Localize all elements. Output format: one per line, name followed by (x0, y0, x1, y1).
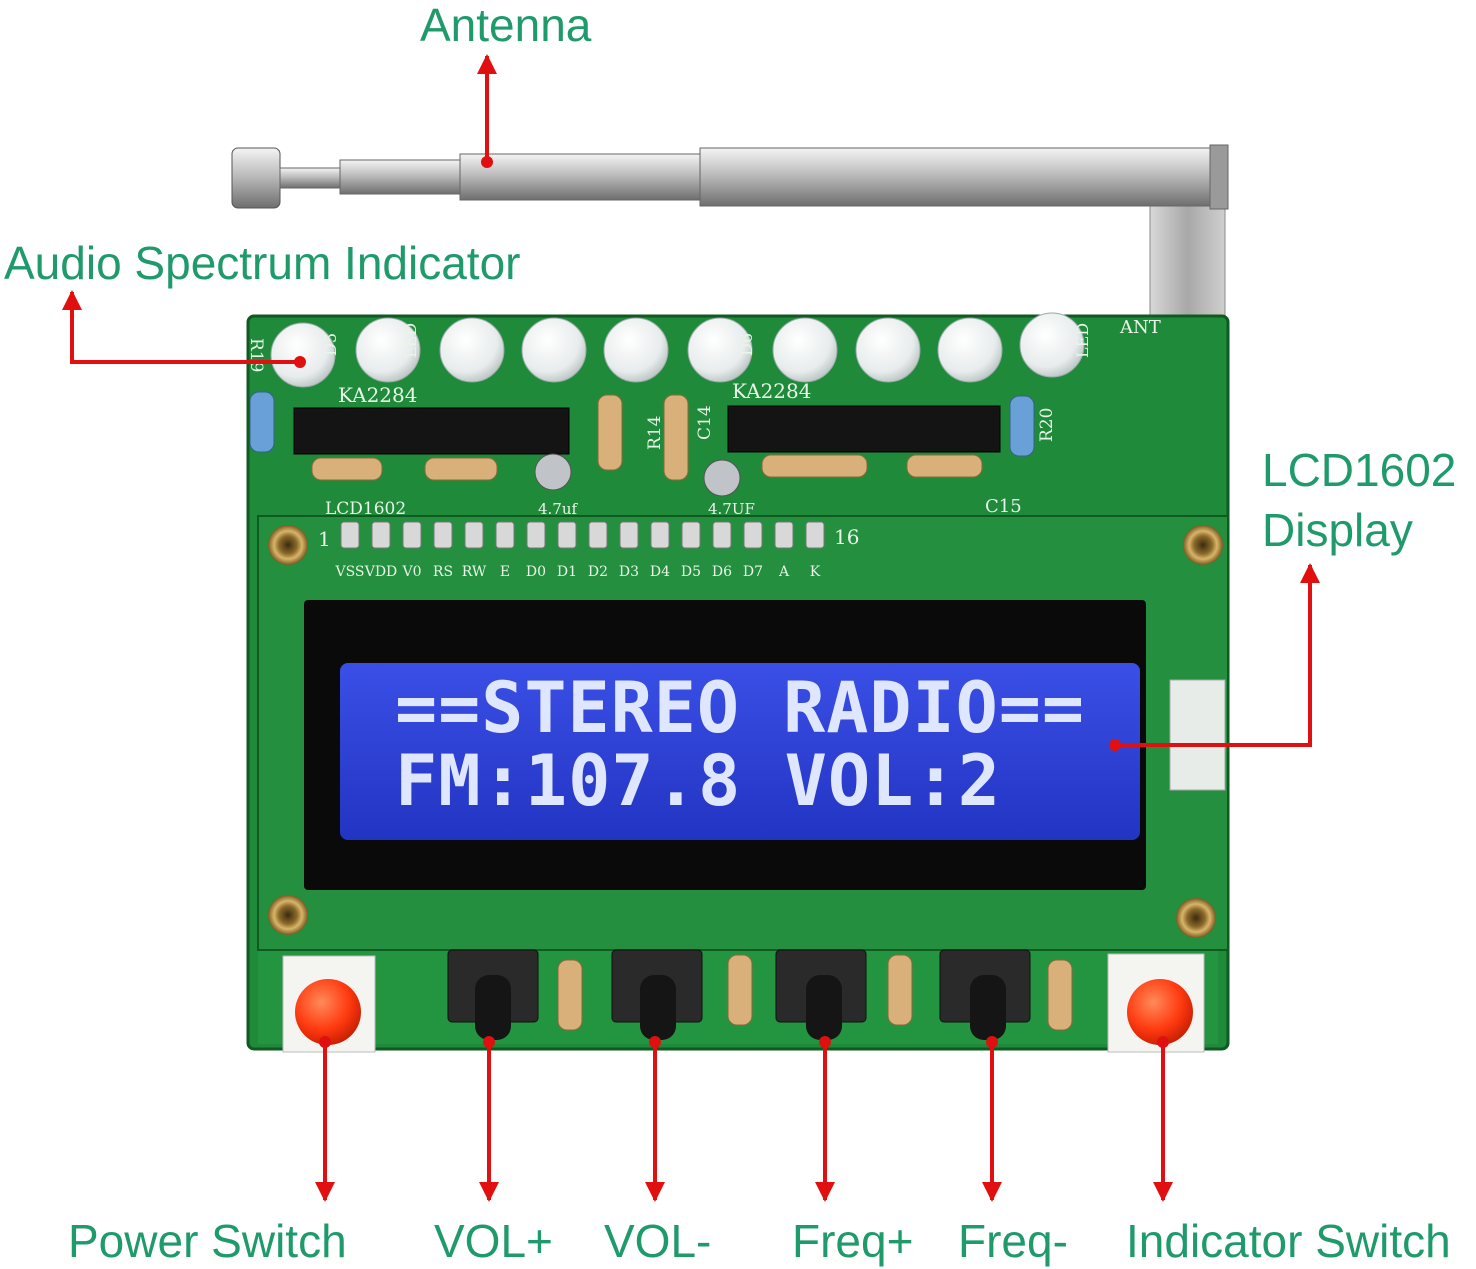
vol-minus-label: VOL- (604, 1215, 712, 1267)
pin-label: D5 (681, 564, 701, 580)
header-pin (774, 521, 794, 549)
header-pin (805, 521, 825, 549)
led-6 (687, 317, 753, 383)
header-pin (588, 521, 608, 549)
vol-minus-button[interactable] (611, 949, 703, 1040)
header-pin (402, 521, 422, 549)
power-switch[interactable] (282, 955, 376, 1053)
power-switch-label: Power Switch (68, 1215, 347, 1267)
pin-label: VSS (334, 564, 364, 580)
header-pin (371, 521, 391, 549)
mount-hole-bl (268, 895, 308, 935)
resistors (249, 391, 1073, 1031)
header-pin (495, 521, 515, 549)
led-10 (1019, 312, 1085, 378)
pin-label: K (810, 564, 821, 580)
r19-label: R19 (246, 338, 266, 372)
pin-label: V0 (401, 564, 421, 580)
pin-label: D6 (712, 564, 732, 580)
mount-hole-tl (268, 525, 308, 565)
indicator-switch[interactable] (1107, 953, 1205, 1053)
led-9 (937, 317, 1003, 383)
led-silk-a: LED (401, 323, 420, 358)
audio-spectrum-arrow (62, 290, 300, 364)
freq-minus-label: Freq- (958, 1215, 1068, 1267)
header-pin (340, 521, 360, 549)
pin-label: D4 (650, 564, 670, 580)
capacitors (534, 453, 741, 497)
r20-label: R20 (1037, 408, 1057, 442)
ic-chips (293, 405, 1001, 455)
audio-spectrum-label: Audio Spectrum Indicator (4, 237, 521, 289)
freq-minus-button[interactable] (939, 949, 1031, 1040)
pin-label: D7 (743, 564, 763, 580)
pin-label: D3 (619, 564, 639, 580)
d6-label: D6 (737, 333, 756, 356)
header-pins (340, 521, 825, 549)
pin-label: RW (462, 564, 487, 580)
pin-label: D2 (588, 564, 608, 580)
antenna-rod (231, 144, 1229, 210)
callout-arrows (62, 54, 1320, 1202)
led-7 (772, 317, 838, 383)
led-silk-b: LED (1073, 323, 1092, 358)
lcd-label-line2: Display (1262, 504, 1413, 556)
pin-label: D0 (526, 564, 546, 580)
spectrum-leds (270, 312, 1085, 388)
cap-right-label: 4.7UF (708, 500, 755, 518)
ic-right-label: KA2284 (732, 379, 811, 403)
r14-label: R14 (645, 416, 665, 450)
freq-plus-label: Freq+ (792, 1215, 914, 1267)
pin-label: D1 (557, 564, 577, 580)
lcd-line-1: ==STEREO RADIO== (395, 667, 1085, 749)
d5-label: D5 (321, 333, 340, 356)
ant-label: ANT (1119, 317, 1161, 338)
header-pin (681, 521, 701, 549)
led-3 (439, 317, 505, 383)
mount-hole-tr (1183, 525, 1223, 565)
led-5 (603, 317, 669, 383)
pin-last-label: 16 (834, 525, 859, 549)
pin-label: A (778, 564, 790, 580)
lcd-screen (340, 663, 1140, 840)
vol-plus-button[interactable] (447, 949, 539, 1040)
c15-label: C15 (985, 496, 1022, 517)
cap-left-label: 4.7uf (538, 500, 579, 518)
mount-hole-br (1176, 898, 1216, 938)
header-pin (464, 521, 484, 549)
pin-first-label: 1 (318, 527, 331, 551)
header-pin (712, 521, 732, 549)
led-8 (855, 317, 921, 383)
header-pin (557, 521, 577, 549)
lcd-arrow (1115, 563, 1320, 747)
header-pin (526, 521, 546, 549)
header-pin (619, 521, 639, 549)
vol-plus-label: VOL+ (434, 1215, 553, 1267)
pin-label: VDD (364, 564, 398, 580)
ic-left-label: KA2284 (338, 383, 417, 407)
led-2 (355, 317, 421, 383)
led-4 (521, 317, 587, 383)
lcd-label-line1: LCD1602 (1262, 444, 1457, 496)
header-pin (650, 521, 670, 549)
pin-label: RS (433, 564, 453, 580)
freq-plus-button[interactable] (775, 949, 867, 1040)
header-pin (743, 521, 763, 549)
c14-label: C14 (695, 405, 715, 440)
indicator-switch-label: Indicator Switch (1126, 1215, 1451, 1267)
led-1 (270, 322, 336, 388)
lcd-line-2: FM:107.8 VOL:2 (395, 740, 1001, 822)
antenna-label: Antenna (420, 0, 592, 51)
pin-label: E (500, 564, 510, 580)
lcd-silk-label: LCD1602 (325, 499, 406, 519)
header-pin (433, 521, 453, 549)
